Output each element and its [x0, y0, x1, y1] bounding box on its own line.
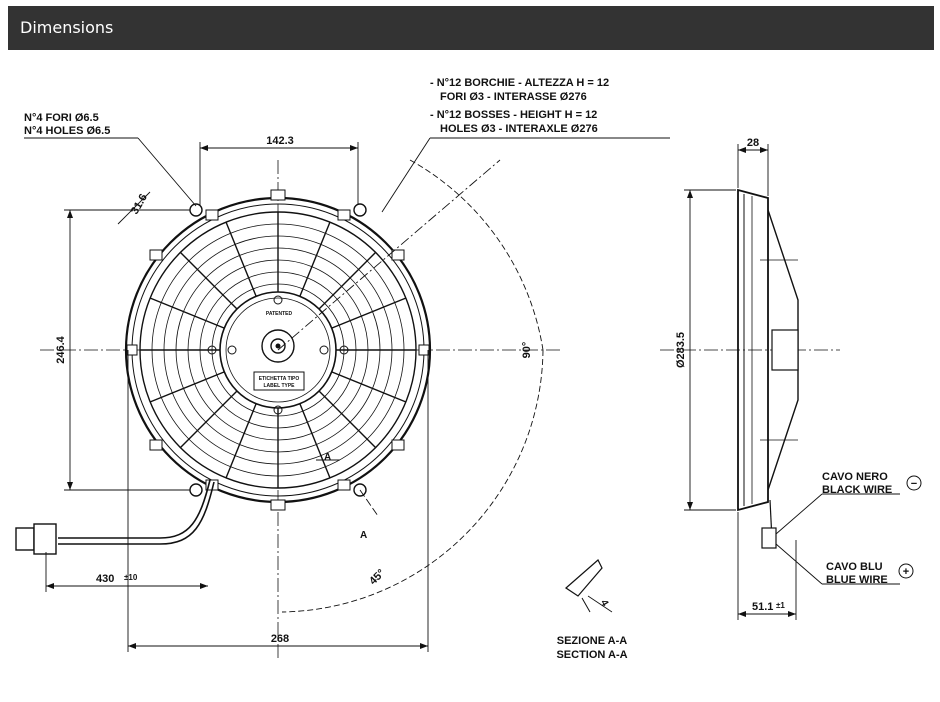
front-view: ETICHETTA TIPO LABEL TYPE PATENTED [40, 160, 560, 660]
bosses-callout-it-1: - N°12 BORCHIE - ALTEZZA H = 12 [430, 77, 609, 89]
dim-283: Ø283.5 [675, 332, 687, 368]
holes-callout-en: N°4 HOLES Ø6.5 [24, 125, 110, 137]
dim-51-tolerance: ±1 [776, 601, 785, 610]
dim-28: 28 [747, 137, 759, 149]
dim-430-tolerance: ±10 [124, 573, 138, 582]
blue-wire-it: CAVO BLU [826, 561, 883, 573]
section-label-en: SECTION A-A [556, 649, 627, 661]
black-wire-it: CAVO NERO [822, 471, 888, 483]
cable [58, 481, 215, 545]
bosses-callout-it-2: FORI Ø3 - INTERASSE Ø276 [440, 91, 587, 103]
section-a-a: 4 SEZIONE A-A SECTION A-A [556, 559, 628, 661]
patented-mark: PATENTED [266, 311, 293, 317]
dim-51: 51.1 [752, 601, 773, 613]
front-dimensions [24, 137, 670, 652]
section-marker-a-top: A [324, 452, 331, 463]
blue-wire-en: BLUE WIRE [826, 574, 888, 586]
dim-section-4: 4 [598, 598, 611, 609]
dimension-arrows [46, 145, 428, 649]
bosses [126, 189, 430, 511]
section-marker-a: A [360, 530, 367, 541]
minus-icon [906, 475, 922, 491]
dim-45: 45° [367, 567, 387, 587]
plus-symbol: + [903, 566, 909, 578]
plus-icon [898, 563, 914, 579]
bosses-callout-en-2: HOLES Ø3 - INTERAXLE Ø276 [440, 123, 598, 135]
connector-body [33, 523, 57, 555]
dim-142: 142.3 [266, 135, 294, 147]
motor-shaft [270, 338, 286, 354]
dim-430: 430 [96, 573, 114, 585]
dim-246: 246.4 [55, 335, 67, 363]
grille-spokes [140, 212, 416, 488]
minus-symbol: − [911, 478, 917, 490]
motor-inner-ring [225, 297, 331, 403]
motor-shaft-ring [261, 329, 295, 363]
section-label-it: SEZIONE A-A [557, 635, 628, 647]
side-view [660, 188, 840, 549]
black-wire-en: BLACK WIRE [822, 484, 892, 496]
label-type-en: LABEL TYPE [263, 383, 295, 389]
cable [58, 479, 211, 539]
label-plate [253, 371, 305, 391]
hub-screws [207, 295, 349, 415]
shaft-center [275, 343, 281, 349]
side-dimensions [684, 144, 900, 620]
side-arrows [687, 147, 796, 617]
cable-assembly [15, 479, 215, 555]
dim-268: 268 [271, 633, 289, 645]
bosses-callout-en-1: - N°12 BOSSES - HEIGHT H = 12 [430, 109, 597, 121]
holes-callout-it: N°4 FORI Ø6.5 [24, 112, 99, 124]
dim-90: 90° [521, 342, 533, 359]
section-title: Dimensions [20, 18, 114, 37]
label-type-it: ETICHETTA TIPO [259, 376, 300, 382]
section-header: Dimensions [8, 6, 934, 50]
connector [15, 527, 35, 551]
